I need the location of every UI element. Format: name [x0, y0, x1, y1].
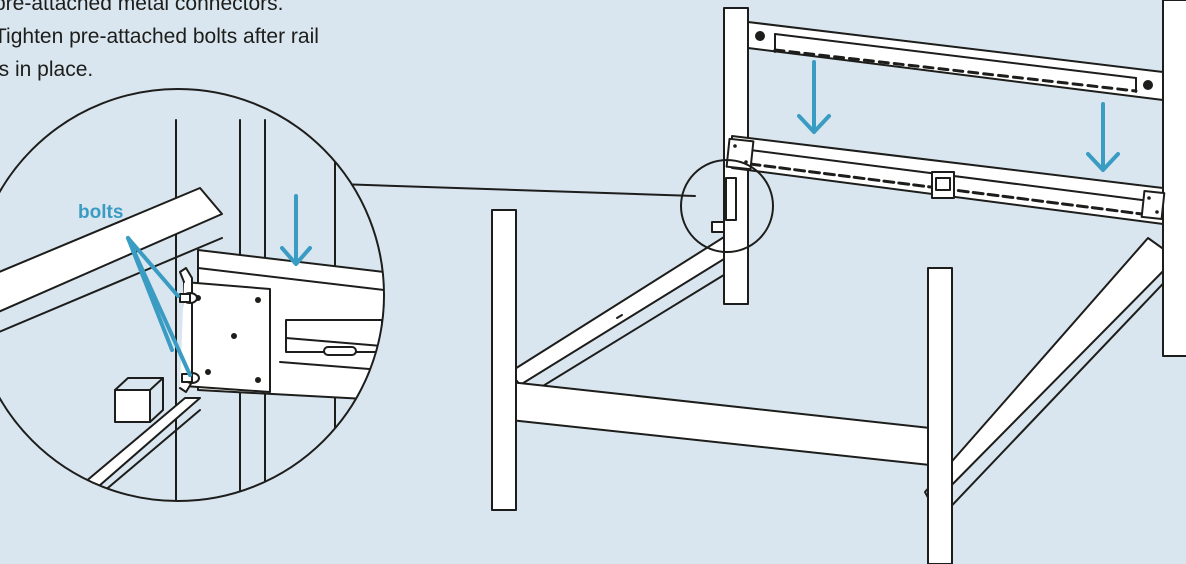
magnified-detail-circle [0, 88, 385, 502]
instruction-text: pre-attached metal connectors. Tighten p… [0, 0, 424, 86]
front-left-post [491, 209, 517, 511]
bolt-icon-upper [179, 292, 198, 304]
right-side-rail [924, 237, 1177, 506]
front-right-post [927, 267, 953, 564]
bed-frame [337, 0, 1186, 564]
down-arrow-icon [1086, 102, 1120, 172]
down-arrow-icon [797, 60, 831, 134]
top-headboard-rail [747, 21, 1164, 101]
detail-marker-circle [680, 159, 774, 253]
front-rail [509, 381, 931, 466]
instruction-line-1: pre-attached metal connectors. [0, 0, 284, 15]
bolts-label: bolts [78, 202, 124, 223]
instruction-line-3: is in place. [0, 58, 94, 81]
instruction-line-2: Tighten pre-attached bolts after rail [0, 25, 319, 48]
down-arrow-icon [280, 194, 312, 266]
left-side-rail [509, 231, 746, 386]
detail-leader-line [337, 183, 696, 197]
magnified-detail [0, 89, 384, 501]
bolts-callout-arrows [126, 236, 192, 377]
back-right-post [1162, 0, 1186, 357]
